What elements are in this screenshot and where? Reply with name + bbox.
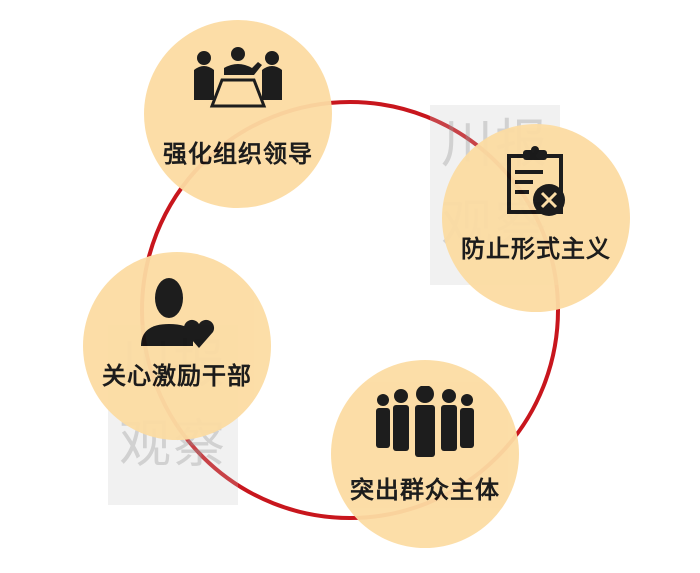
user-heart-icon [141, 278, 215, 348]
meeting-icon [194, 47, 282, 108]
node-label: 防止形式主义 [461, 235, 611, 263]
node-label: 突出群众主体 [350, 476, 500, 504]
node-highlight-masses: 突出群众主体 [331, 360, 519, 548]
node-prevent-formalism: 防止形式主义 [442, 124, 630, 312]
clipboard-cancel-icon [507, 146, 565, 216]
node-label: 关心激励干部 [102, 362, 252, 390]
node-care-cadres: 关心激励干部 [83, 252, 271, 440]
crowd-icon [376, 386, 474, 457]
node-label: 强化组织领导 [163, 140, 313, 168]
node-strengthen-leadership: 强化组织领导 [144, 20, 332, 208]
